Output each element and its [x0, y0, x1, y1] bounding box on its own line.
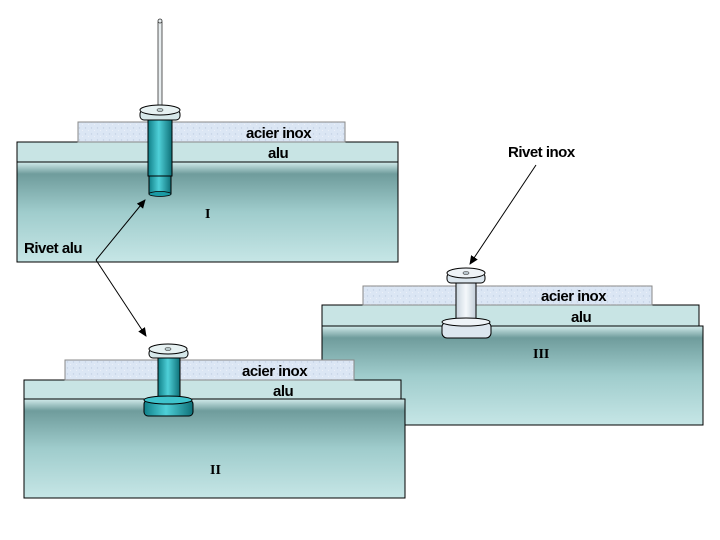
rivet-inox-label: Rivet inox [508, 144, 576, 161]
rivet-shank [147, 117, 173, 177]
rivet-shank [455, 279, 477, 325]
arrow-to-rivet-II [95, 259, 147, 337]
alu-label: alu [273, 383, 294, 400]
base-block [16, 161, 399, 263]
inox-plate [362, 285, 653, 306]
alu-plate [23, 379, 402, 400]
alu-label: alu [268, 145, 289, 162]
base-block [23, 398, 406, 499]
panel-number-II: II [210, 463, 221, 478]
inox-plate [64, 359, 355, 381]
inox-plate [77, 121, 346, 143]
rivet-alu-unset [139, 18, 181, 197]
panel-II: acier inox alu II [23, 343, 406, 499]
rivet-shank [157, 354, 181, 403]
alu-plate [16, 141, 399, 163]
rivet-inox-set [441, 267, 492, 339]
acier-inox-label: acier inox [246, 125, 312, 142]
panel-number-I: I [205, 207, 210, 222]
arrow-to-rivet-I [95, 199, 146, 261]
rivet-alu-set [143, 343, 194, 417]
mandrel [157, 21, 163, 115]
panel-number-III: III [533, 347, 549, 362]
acier-inox-label: acier inox [242, 363, 308, 380]
acier-inox-label: acier inox [541, 288, 607, 305]
panel-I: acier inox alu I [16, 18, 399, 263]
alu-plate [321, 304, 700, 327]
alu-label: alu [571, 309, 592, 326]
arrow-to-rivet-III [469, 164, 537, 265]
rivet-alu-label: Rivet alu [24, 240, 82, 257]
